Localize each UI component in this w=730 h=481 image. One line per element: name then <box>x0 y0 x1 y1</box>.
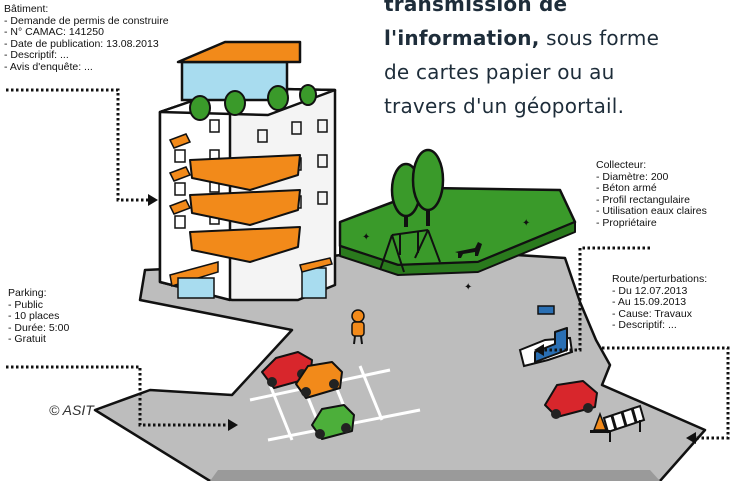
car-red-2 <box>544 380 598 419</box>
label-parking-line: - Gratuit <box>8 333 46 346</box>
label-collecteur-line: - Utilisation eaux claires <box>596 205 707 218</box>
label-parking-line: - 10 places <box>8 310 60 323</box>
intro-line-2-bold: l'information, <box>384 26 540 50</box>
label-route-line: - Cause: Travaux <box>612 307 692 320</box>
label-route-line: - Au 15.09.2013 <box>612 296 687 309</box>
label-route-title: Route/perturbations: <box>612 273 708 285</box>
label-batiment: Bâtiment: - Demande de permis de constru… <box>4 3 169 74</box>
label-route-line: - Descriptif: ... <box>612 319 677 332</box>
svg-text:✦: ✦ <box>464 282 472 293</box>
label-batiment-line: - N° CAMAC: 141250 <box>4 26 104 39</box>
label-batiment-line: - Demande de permis de construire <box>4 14 169 27</box>
label-parking-title: Parking: <box>8 287 47 299</box>
intro-line-1: transmission de <box>384 0 568 16</box>
car-orange <box>295 361 343 399</box>
label-parking: Parking: - Public - 10 places - Durée: 5… <box>8 287 70 346</box>
label-batiment-line: - Avis d'enquête: ... <box>4 60 93 73</box>
park: ✦ ✦ ✦ <box>338 148 577 293</box>
leader-lines <box>6 88 730 440</box>
label-collecteur-line: - Diamètre: 200 <box>596 170 669 183</box>
label-collecteur: Collecteur: - Diamètre: 200 - Béton armé… <box>596 159 707 230</box>
label-route: Route/perturbations: - Du 12.07.2013 - A… <box>612 273 708 332</box>
roadworks-barrier-icon <box>602 404 646 442</box>
svg-text:✦: ✦ <box>522 218 530 229</box>
label-parking-line: - Public <box>8 298 44 311</box>
label-batiment-line: - Date de publication: 13.08.2013 <box>4 37 159 50</box>
label-parking-line: - Durée: 5:00 <box>8 321 70 334</box>
credit-text: © ASIT <box>49 402 94 418</box>
building <box>158 40 337 302</box>
intro-text: transmission de l'information, sous form… <box>384 0 730 123</box>
intro-line-3: de cartes papier ou au <box>384 60 615 84</box>
tree-right <box>411 148 445 226</box>
swing-icon <box>379 229 441 273</box>
label-batiment-line: - Descriptif: ... <box>4 49 69 62</box>
label-batiment-title: Bâtiment: <box>4 3 49 15</box>
label-collecteur-line: - Propriétaire <box>596 216 657 229</box>
car-green <box>311 404 355 440</box>
leader-arrows <box>148 194 696 444</box>
label-collecteur-line: - Profil rectangulaire <box>596 193 690 206</box>
intro-line-4: travers d'un géoportail. <box>384 94 625 118</box>
traffic-cone-icon <box>590 411 610 433</box>
label-collecteur-line: - Béton armé <box>596 182 657 195</box>
label-route-line: - Du 12.07.2013 <box>612 284 688 297</box>
intro-line-2-rest: sous forme <box>539 26 660 50</box>
svg-text:✦: ✦ <box>362 232 370 243</box>
person-icon <box>351 309 365 345</box>
label-collecteur-title: Collecteur: <box>596 159 647 171</box>
dog-icon <box>455 242 482 258</box>
